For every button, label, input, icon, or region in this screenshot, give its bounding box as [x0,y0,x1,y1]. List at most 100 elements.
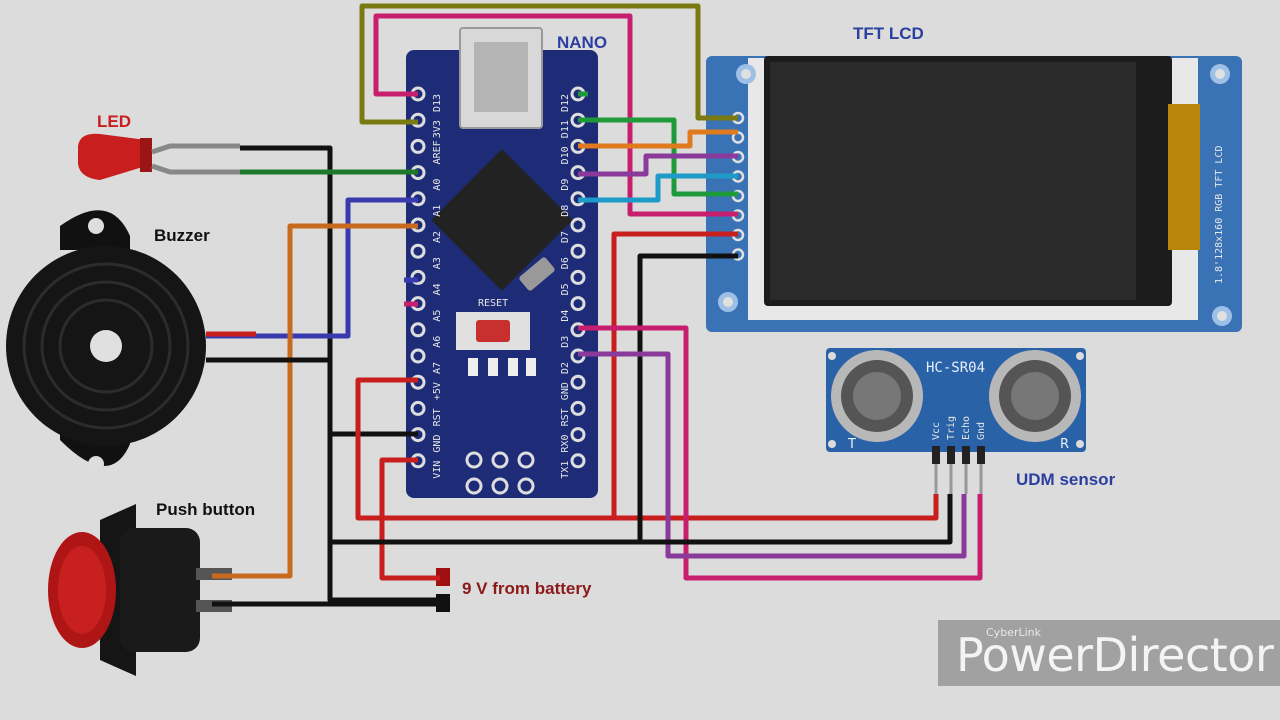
wire-purple-d2-trig [578,351,967,559]
nano-pin-label: D12 [560,94,571,112]
nano-pin-label: D3 [560,336,571,348]
wire-black-tft-gnd [637,253,738,542]
sensor-t-mark: T [847,437,856,452]
sensor-pin-label: Vcc [931,422,942,440]
nano-pin-rx0: RX0 [560,427,586,453]
nano-pin-label: D5 [560,283,571,295]
nano-icsp-header [465,451,535,495]
nano-pin-label: D6 [560,257,571,269]
wire-blue-a1-buzzer [206,197,418,339]
push-button-component [48,504,232,676]
nano-pin-label: +5V [432,382,443,400]
nano-smd-leds [468,358,536,376]
tft-pin-label: SCL [752,207,763,225]
wire-orange-a2-button [212,223,418,579]
sensor-pins: Vcc Trig Echo Gnd [931,416,987,494]
sensor-pin-echo: Echo [961,416,972,494]
nano-pin-rst: RST [410,400,443,426]
nano-pin-label: A2 [432,231,443,243]
wire-pink-d3-echo [578,325,983,581]
sensor-pin-gnd: Gnd [976,422,987,494]
nano-pin-label: A4 [432,283,443,295]
nano-pin-label: TX1 [560,461,571,479]
nano-pin-label: D13 [432,94,443,112]
wire-teal-d8-res [578,173,738,203]
tft-lcd-label: TFT LCD [853,24,924,43]
nano-pin-d6: D6 [560,243,586,269]
reset-label: RESET [478,298,508,309]
nano-pin-label: RST [432,408,443,426]
buzzer-label: Buzzer [154,226,210,245]
nano-pin-tx1: TX1 [560,453,586,479]
watermark-box [938,620,1280,686]
sensor-model-label: HC-SR04 [926,360,985,376]
nano-pin-a6: A6 [410,322,443,348]
nano-pin-label: GND [432,435,443,453]
sensor-pin-label: Trig [946,416,957,440]
nano-pin-label: D7 [560,231,571,243]
nano-pin-label: D9 [560,179,571,191]
sensor-pin-label: Echo [961,416,972,440]
wire-black-led-gnd [240,145,440,603]
nano-label: NANO [557,33,608,52]
wire-red-tft-vcc [611,231,738,518]
buzzer-component [6,210,206,472]
nano-pin-label: D8 [560,205,571,217]
arduino-nano-board: RESET D133V3AREFA0A1A2A3A4A5A6A7+5VRSTGN… [406,27,598,498]
battery-label: 9 V from battery [462,579,592,598]
tft-side-label: 1.8'128x160 RGB TFT LCD [1214,146,1225,284]
nano-pin-label: VIN [432,461,443,479]
tft-pin-label: BL [752,116,763,128]
nano-pin-label: A6 [432,336,443,348]
wire-olive-3v3-bl [359,3,738,125]
wire-orange-d10-cs [578,129,738,149]
sensor-pin-trig: Trig [946,416,957,494]
nano-pin-a7: A7 [410,348,443,374]
tft-mounting-holes [718,64,1232,326]
nano-pin-a3: A3 [410,243,443,269]
wire-red-vin-battery [379,457,440,581]
sensor-pin-label: Gnd [976,422,987,440]
nano-pin-label: A7 [432,362,443,374]
nano-pin-label: GND [560,382,571,400]
sensor-pin-vcc: Vcc [931,422,942,494]
tft-pin-label: DC [752,155,763,167]
led-label: LED [97,112,131,131]
wire-purple-d9-dc [578,153,738,177]
push-button-label: Push button [156,500,256,519]
wire-magenta-d13-scl [373,13,738,217]
nano-pin-label: D10 [560,146,571,164]
nano-pin-d4: D4 [560,296,586,322]
ultrasonic-sensor: HC-SR04 T R Vcc Trig Echo Gnd [826,348,1086,494]
tft-pin-label: VCC [752,227,763,245]
udm-sensor-label: UDM sensor [1016,470,1116,489]
nano-pin-label: A0 [432,179,443,191]
nano-pin-label: D11 [560,120,571,138]
wire-black-ground-bus [330,494,953,545]
wires [206,3,983,607]
nano-pin-aref: AREF [410,138,443,164]
nano-pin-label: RX0 [560,435,571,453]
tft-pin-label: SDA [752,188,763,206]
tft-pin-label: GND [752,246,763,264]
nano-pin-label: 3V3 [432,120,443,138]
nano-pin-label: A1 [432,205,443,217]
tft-pin-label: RES [752,168,763,186]
nano-pin-label: D2 [560,362,571,374]
tft-pin-label: CS [752,135,763,147]
nano-pin-rst: RST [560,400,586,426]
nano-pin-gnd: GND [560,374,586,400]
led-component [78,133,240,180]
nano-pin-label: A3 [432,257,443,269]
nano-pin-label: D4 [560,310,571,322]
watermark-brand: CyberLink [986,626,1041,639]
sensor-r-mark: R [1060,437,1069,452]
nano-pin-d5: D5 [560,269,586,295]
wire-red-5v-vcc [355,377,939,521]
nano-pin-label: AREF [432,140,443,164]
nano-pin-label: RST [560,408,571,426]
